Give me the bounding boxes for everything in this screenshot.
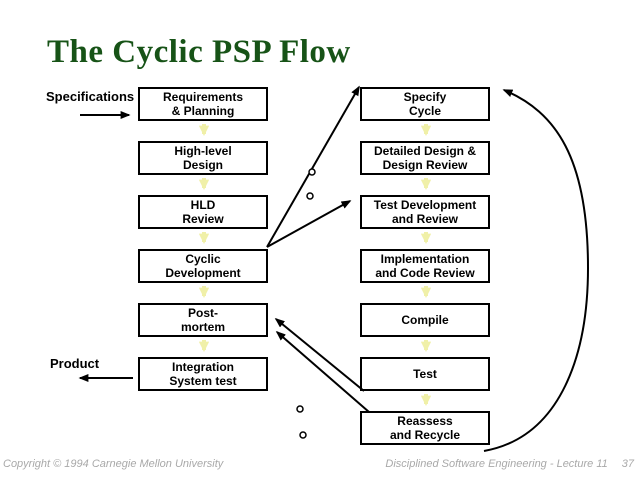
ellipsis-dot xyxy=(299,431,307,439)
flow-box-implementation-code-review: Implementation and Code Review xyxy=(360,249,490,283)
flow-box-specify-cycle: Specify Cycle xyxy=(360,87,490,121)
loop-arrow-recycle-to-specify xyxy=(483,89,590,452)
flow-box-reassess-recycle: Reassess and Recycle xyxy=(360,411,490,445)
flow-box-hld-review: HLD Review xyxy=(138,195,268,229)
footer-course-info: Disciplined Software Engineering - Lectu… xyxy=(385,458,634,470)
ellipsis-dot xyxy=(308,168,316,176)
ellipsis-dot xyxy=(306,192,314,200)
arrow-test-to-post-mortem xyxy=(274,317,365,392)
specifications-label: Specifications xyxy=(46,89,135,104)
flow-box-cyclic-development: Cyclic Development xyxy=(138,249,268,283)
flow-box-test: Test xyxy=(360,357,490,391)
flow-box-post-mortem: Post- mortem xyxy=(138,303,268,337)
arrow-cyclic-to-specify-cycle xyxy=(266,85,360,248)
ellipsis-dot xyxy=(296,405,304,413)
product-label: Product xyxy=(50,356,100,371)
flow-box-requirements-planning: Requirements & Planning xyxy=(138,87,268,121)
footer-course-title: Disciplined Software Engineering - Lectu… xyxy=(385,458,608,470)
footer-page-number: 37 xyxy=(621,458,634,470)
flow-box-compile: Compile xyxy=(360,303,490,337)
flow-box-test-development-review: Test Development and Review xyxy=(360,195,490,229)
flow-box-detailed-design-review: Detailed Design & Design Review xyxy=(360,141,490,175)
arrow-cyclic-to-test-development xyxy=(266,200,352,248)
arrow-reassess-to-post-mortem xyxy=(275,330,370,413)
flow-box-integration-system-test: Integration System test xyxy=(138,357,268,391)
flow-box-high-level-design: High-level Design xyxy=(138,141,268,175)
slide-title: The Cyclic PSP Flow xyxy=(47,34,351,70)
footer-copyright: Copyright © 1994 Carnegie Mellon Univers… xyxy=(3,458,224,470)
